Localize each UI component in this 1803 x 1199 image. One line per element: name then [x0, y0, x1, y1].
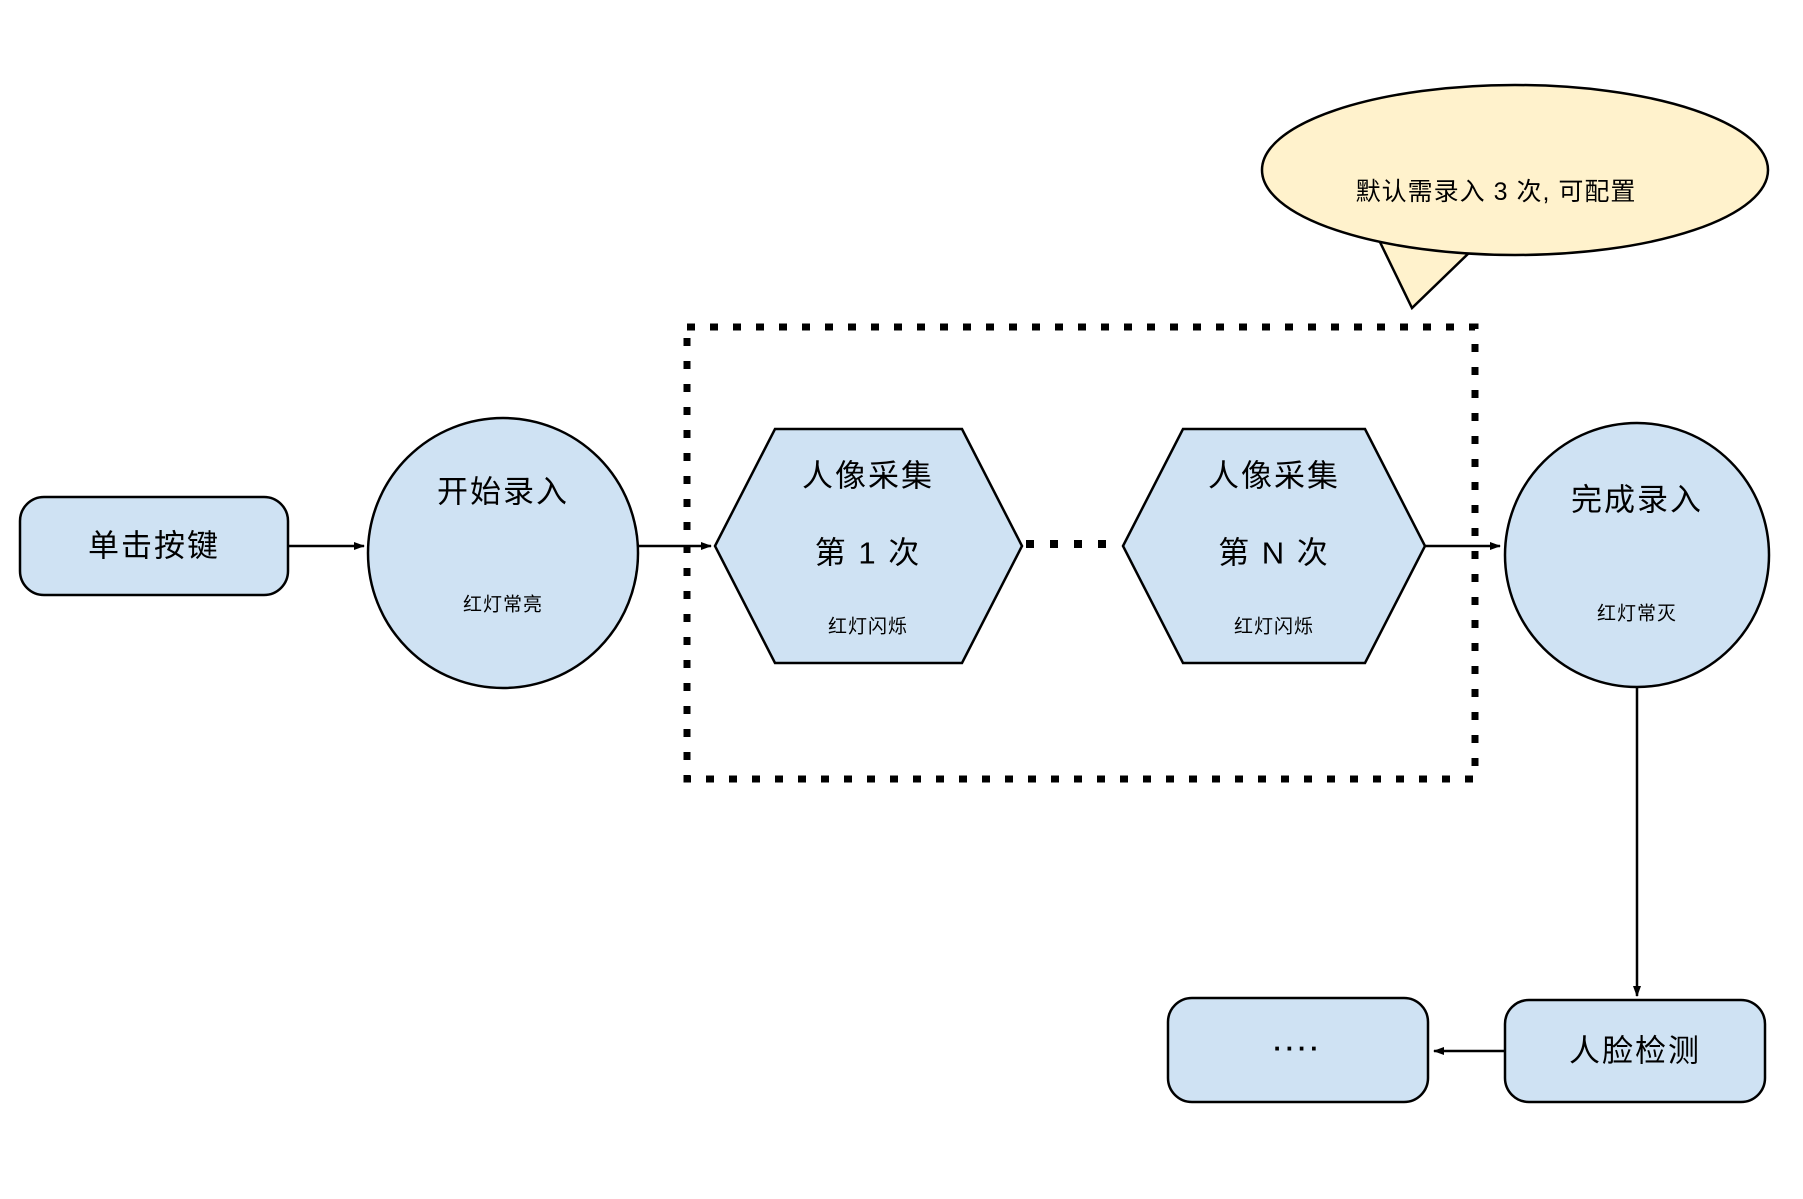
- finish-enroll-label: 完成录入: [1571, 482, 1703, 518]
- capture-nth-title: 人像采集: [1208, 458, 1340, 494]
- capture-first-title: 人像采集: [802, 458, 934, 494]
- finish-enroll-status: 红灯常灭: [1596, 603, 1678, 625]
- face-detection-label: 人脸检测: [1569, 1033, 1701, 1069]
- node-start-enroll[interactable]: [366, 416, 640, 690]
- capture-nth-status: 红灯闪烁: [1233, 616, 1315, 638]
- continuation-label: ....: [1273, 1026, 1323, 1057]
- capture-first-status: 红灯闪烁: [827, 616, 909, 638]
- node-capture-first[interactable]: [713, 427, 1024, 665]
- click-button-label: 单击按键: [88, 528, 220, 564]
- capture-nth-subtitle: 第 N 次: [1218, 535, 1330, 571]
- node-finish-enroll[interactable]: [1503, 421, 1771, 689]
- capture-first-subtitle: 第 1 次: [814, 535, 922, 571]
- node-continuation[interactable]: [1166, 996, 1430, 1104]
- callout-text: 默认需录入 3 次, 可配置: [1355, 178, 1637, 206]
- start-enroll-status: 红灯常亮: [462, 594, 544, 616]
- start-enroll-label: 开始录入: [437, 474, 569, 510]
- loop-region-dotted-border: [683, 323, 1479, 783]
- callout-bubble: [1260, 83, 1770, 257]
